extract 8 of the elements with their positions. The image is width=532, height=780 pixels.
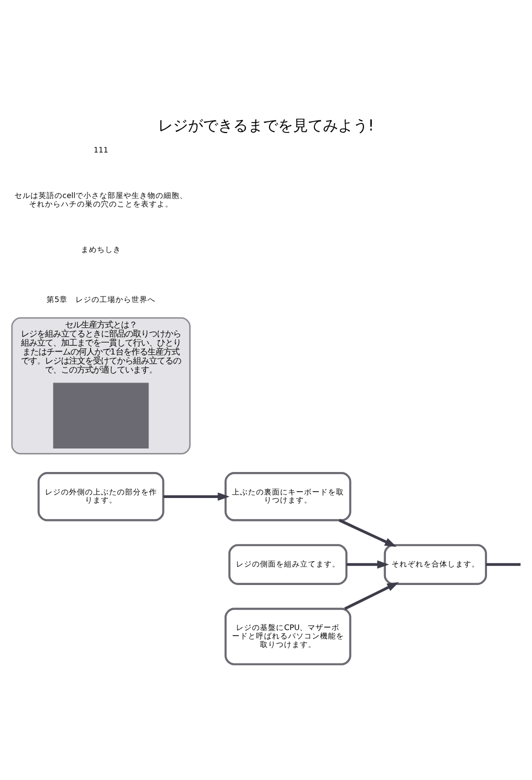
arrow: [338, 518, 397, 547]
arrow: [346, 560, 390, 569]
arrow: [163, 492, 230, 501]
connector: [486, 563, 521, 566]
arrow: [344, 582, 399, 610]
node-box: [53, 382, 149, 449]
cluster: セル生産方式とは？ レジを組み立てるときに部品の取りつけから組み立て、加工までを一貫して行い、ひとりまたはチームの何人かで1台を作る生産方式です。レジは注文を受けてから組み立てるので、この方式が適しています。: [11, 317, 191, 454]
diagram-title: レジができるまでを見てみよう!: [158, 116, 374, 135]
